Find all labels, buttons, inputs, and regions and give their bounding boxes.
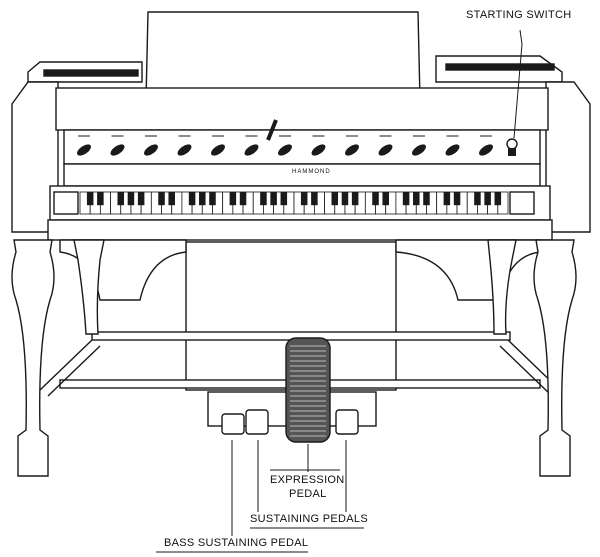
tone-knob xyxy=(110,144,125,156)
left-front-leg xyxy=(11,239,55,477)
black-key xyxy=(97,192,104,206)
black-key xyxy=(137,192,145,206)
tone-knob xyxy=(311,144,326,156)
black-key xyxy=(484,192,491,206)
tone-knob xyxy=(345,144,359,156)
tone-knob xyxy=(479,144,493,156)
right-key-block xyxy=(509,191,535,215)
right-rear-leg xyxy=(487,239,517,335)
tone-knob xyxy=(77,144,91,156)
black-key xyxy=(188,192,196,206)
left-brace-b xyxy=(47,345,101,397)
right-brace-b xyxy=(499,345,553,397)
starting-switch-knob xyxy=(506,138,518,150)
black-key xyxy=(413,192,420,206)
sustaining-pedals-label: SUSTAINING PEDALS xyxy=(250,513,368,525)
black-key xyxy=(423,192,430,206)
black-key xyxy=(341,192,349,206)
black-key xyxy=(127,192,135,206)
starting-switch-label: STARTING SWITCH xyxy=(466,9,572,21)
bass-sustaining-pedal-label: BASS SUSTAINING PEDAL xyxy=(164,537,309,549)
starting-switch-leader xyxy=(513,29,523,139)
tone-knob xyxy=(278,144,292,156)
black-key xyxy=(331,192,339,206)
left-key-block xyxy=(53,191,79,215)
bass-sustaining-pedal xyxy=(221,413,245,435)
black-key xyxy=(453,192,461,206)
left-hinge xyxy=(43,69,139,77)
right-hinge xyxy=(445,63,555,71)
black-key xyxy=(168,192,175,206)
black-key xyxy=(494,192,502,206)
black-key xyxy=(260,192,267,206)
tone-knob xyxy=(211,144,225,156)
starting-switch-body xyxy=(508,148,516,156)
black-key xyxy=(117,192,125,206)
black-key xyxy=(474,192,481,206)
tone-knob xyxy=(445,144,460,156)
expression-pedal-label-line1: EXPRESSION xyxy=(270,474,345,486)
tone-knob xyxy=(144,144,158,156)
right-apron xyxy=(395,239,541,301)
tone-knob xyxy=(412,144,426,156)
black-key xyxy=(402,192,410,206)
tone-knob xyxy=(177,144,192,156)
music-rack xyxy=(145,11,421,101)
right-front-leg xyxy=(533,239,577,477)
black-key xyxy=(280,192,288,206)
brand-plate: HAMMOND xyxy=(292,169,331,175)
center-lever xyxy=(266,119,278,141)
upper-case xyxy=(55,87,549,131)
black-key xyxy=(270,192,277,206)
tone-knob xyxy=(244,144,259,156)
black-key xyxy=(158,192,165,206)
sustaining-pedal-left xyxy=(245,409,269,435)
black-key xyxy=(239,192,247,206)
front-rail xyxy=(47,219,553,241)
tone-knob xyxy=(378,144,393,156)
left-rear-leg xyxy=(73,239,105,335)
black-key xyxy=(351,192,359,206)
black-key xyxy=(209,192,216,206)
right-cheek xyxy=(545,81,591,233)
black-key xyxy=(311,192,318,206)
black-key xyxy=(372,192,379,206)
black-key xyxy=(229,192,237,206)
black-key xyxy=(443,192,451,206)
left-cheek xyxy=(11,81,59,233)
control-panel xyxy=(63,129,541,165)
black-key xyxy=(86,192,94,206)
black-key xyxy=(300,192,308,206)
black-key xyxy=(382,192,389,206)
sustaining-pedal-right xyxy=(335,409,359,435)
left-brace-a xyxy=(39,339,93,391)
expression-pedal-label-line2: PEDAL xyxy=(289,488,327,500)
black-key xyxy=(199,192,206,206)
